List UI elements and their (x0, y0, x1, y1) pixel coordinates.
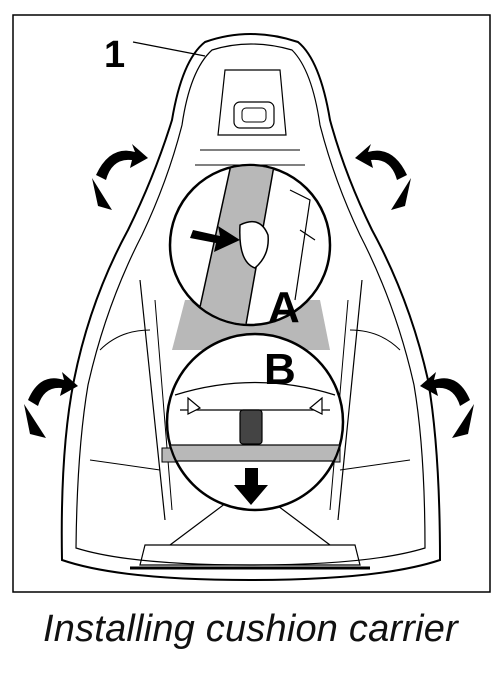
figure-caption: Installing cushion carrier (43, 608, 458, 650)
push-arrow-icon (190, 226, 240, 252)
callout-1-leader (132, 41, 206, 57)
detail-circle-a (168, 163, 332, 327)
rotate-arrow-icon (92, 144, 148, 210)
pull-down-arrow-icon (234, 468, 268, 505)
callout-1-label: 1 (104, 34, 125, 76)
detail-circle-b (165, 332, 345, 512)
callout-b-label: B (264, 345, 296, 394)
rotate-arrow-icon (24, 372, 78, 438)
rotate-arrow-icon (420, 372, 474, 438)
callout-a-label: A (268, 283, 300, 332)
rotate-arrow-icon (355, 144, 411, 210)
